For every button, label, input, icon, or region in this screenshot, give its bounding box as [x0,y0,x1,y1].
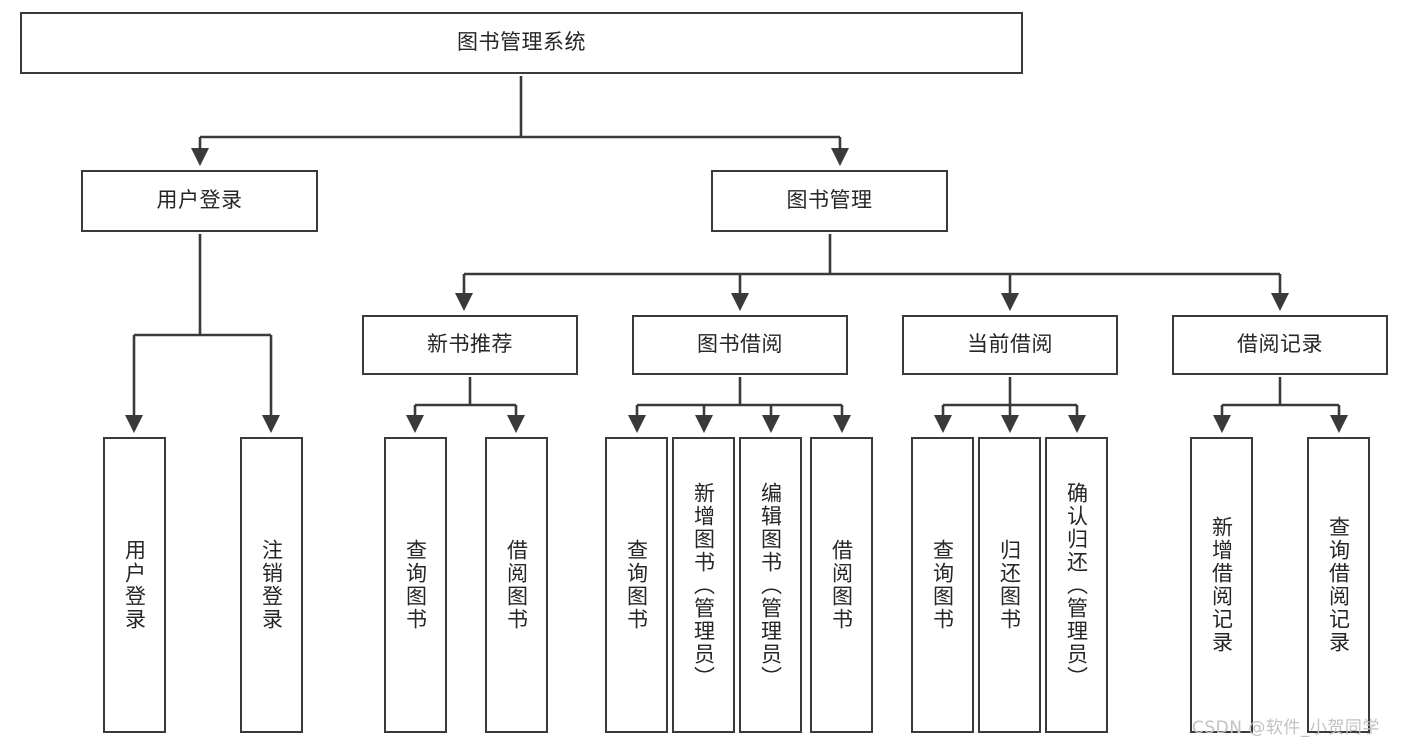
node-label: 用户登录 [122,539,147,631]
node-root-system[interactable]: 图书管理系统 [20,12,1023,74]
leaf-user-login-login[interactable]: 用户登录 [103,437,166,733]
node-label: 图书借阅 [697,332,783,357]
leaf-borrow-add-book-admin[interactable]: 新增图书（管理员） [672,437,735,733]
leaf-borrow-query-book[interactable]: 查询图书 [605,437,668,733]
leaf-new-book-query[interactable]: 查询图书 [384,437,447,733]
node-label: 查询图书 [403,539,428,631]
node-label: 用户登录 [156,188,243,213]
node-label: 新增借阅记录 [1209,516,1234,654]
node-label: 图书管理系统 [457,30,586,55]
node-label: 图书管理 [786,188,873,213]
node-new-book-recommend[interactable]: 新书推荐 [362,315,578,375]
node-label: 当前借阅 [967,332,1053,357]
leaf-records-query-record[interactable]: 查询借阅记录 [1307,437,1370,733]
csdn-watermark: CSDN @软件_小贺同学 [1192,718,1380,738]
node-label: 查询图书 [624,539,649,631]
leaf-user-login-logout[interactable]: 注销登录 [240,437,303,733]
leaf-borrow-borrow-book[interactable]: 借阅图书 [810,437,873,733]
leaf-current-return-book[interactable]: 归还图书 [978,437,1041,733]
node-book-management[interactable]: 图书管理 [711,170,948,232]
node-label: 查询借阅记录 [1326,516,1351,654]
leaf-records-add-record[interactable]: 新增借阅记录 [1190,437,1253,733]
leaf-new-book-borrow[interactable]: 借阅图书 [485,437,548,733]
node-label: 新书推荐 [427,332,513,357]
node-label: 新增图书（管理员） [691,481,716,689]
leaf-current-confirm-return-admin[interactable]: 确认归还（管理员） [1045,437,1108,733]
node-label: 借阅图书 [504,539,529,631]
leaf-current-query-book[interactable]: 查询图书 [911,437,974,733]
node-label: 确认归还（管理员） [1064,481,1089,689]
node-label: 借阅记录 [1237,332,1323,357]
node-user-login[interactable]: 用户登录 [81,170,318,232]
node-label: 借阅图书 [829,539,854,631]
node-borrow-records[interactable]: 借阅记录 [1172,315,1388,375]
node-current-borrow[interactable]: 当前借阅 [902,315,1118,375]
node-label: 注销登录 [259,539,284,631]
leaf-borrow-edit-book-admin[interactable]: 编辑图书（管理员） [739,437,802,733]
node-label: 查询图书 [930,539,955,631]
node-label: 归还图书 [997,539,1022,631]
node-book-borrow[interactable]: 图书借阅 [632,315,848,375]
node-label: 编辑图书（管理员） [758,481,783,689]
